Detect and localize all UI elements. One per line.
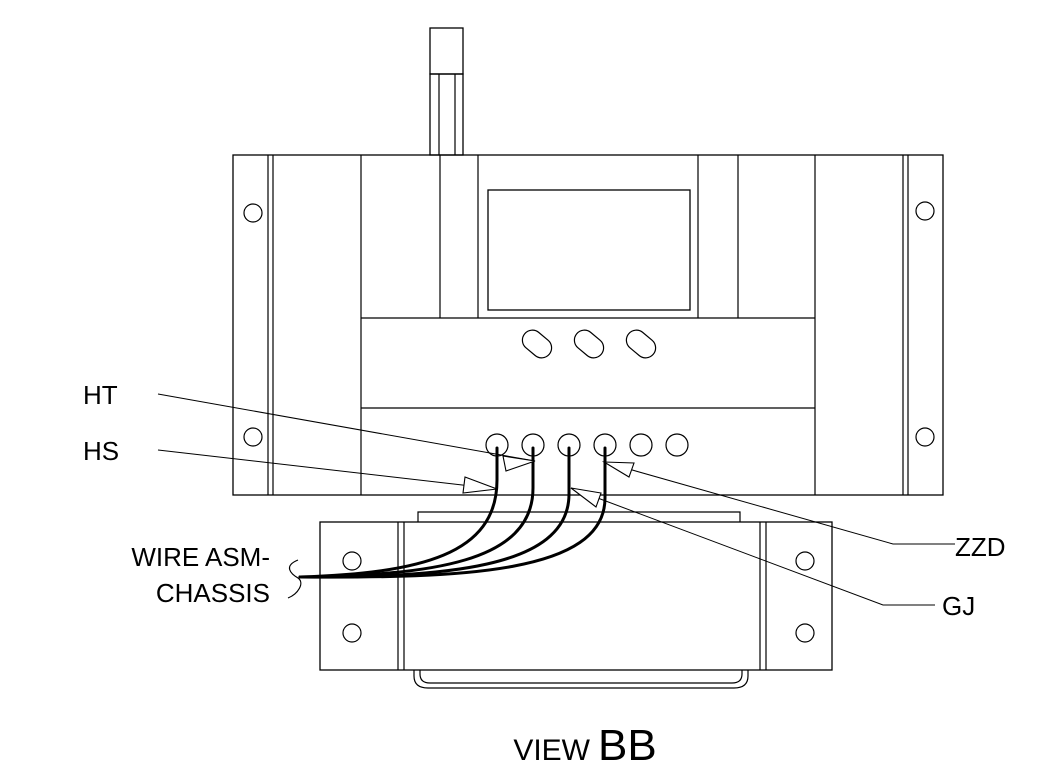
terminal-port [629, 433, 653, 457]
wire-harness [287, 446, 607, 599]
leader-line-zzd [603, 461, 955, 545]
arrowhead-zzd [601, 461, 635, 478]
mounting-hole [795, 551, 815, 571]
label-hs: HS [83, 436, 119, 466]
view-title-prefix: VIEW [513, 734, 590, 767]
mounting-hole [795, 623, 815, 643]
terminal-ports [485, 433, 689, 457]
arrowhead-ht [502, 455, 536, 472]
label-zzd: ZZD [955, 532, 1006, 562]
leader-line-hs [157, 449, 498, 490]
terminal-port [665, 433, 689, 457]
label-wire-asm-line1: WIRE ASM- [131, 542, 270, 572]
control-button [573, 329, 605, 359]
mounting-hole [915, 201, 935, 221]
callout-leaders [157, 393, 955, 606]
display-screen [487, 189, 691, 311]
main-housing [232, 154, 944, 496]
mounting-hole [342, 623, 362, 643]
mounting-hole [342, 551, 362, 571]
leader-line-ht [157, 393, 536, 462]
mounting-hole [243, 427, 263, 447]
arrowhead-gj [570, 487, 602, 508]
mounting-bracket [319, 511, 833, 689]
arrowhead-hs [462, 476, 498, 494]
label-wire-asm-line2: CHASSIS [156, 578, 270, 608]
label-gj: GJ [942, 591, 975, 621]
wire [298, 446, 607, 579]
leader-line-gj [570, 487, 935, 606]
mounting-hole [243, 203, 263, 223]
mounting-hole [915, 427, 935, 447]
wire-break-symbol [287, 559, 302, 599]
control-button [625, 329, 657, 359]
housing-mounting-holes [243, 201, 935, 447]
view-title-id: BB [598, 721, 657, 770]
control-buttons [521, 329, 657, 359]
control-button [521, 329, 553, 359]
top-connector-post [429, 27, 464, 156]
label-ht: HT [83, 380, 118, 410]
